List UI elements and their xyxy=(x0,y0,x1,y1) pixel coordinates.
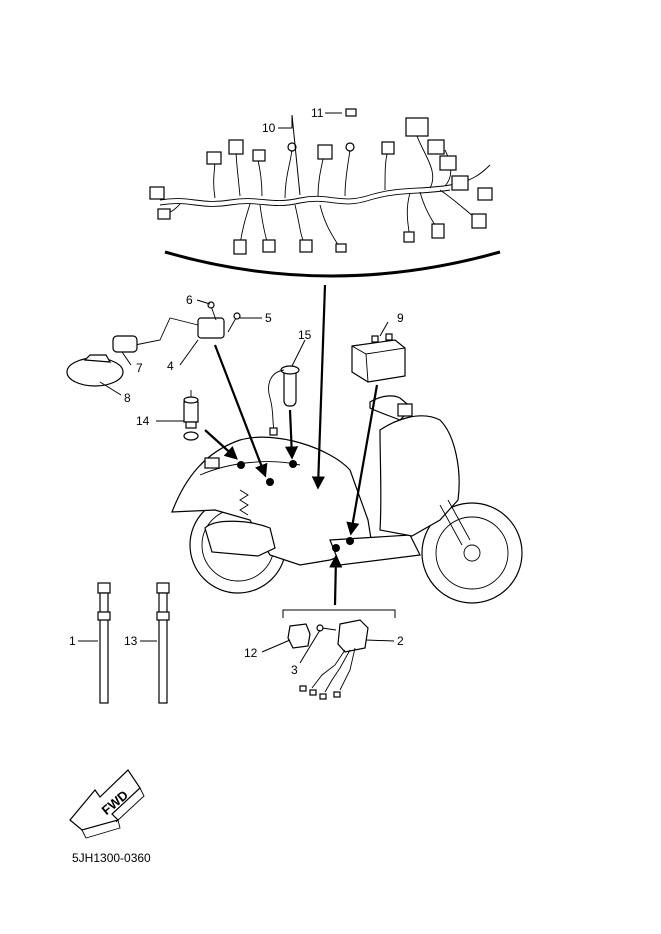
regulator-2 xyxy=(299,619,369,700)
callout-3: 3 xyxy=(291,663,298,677)
leader-lines xyxy=(78,112,395,664)
callout-8: 8 xyxy=(124,391,131,405)
assembly-arrows xyxy=(204,284,379,606)
callout-1: 1 xyxy=(69,634,76,648)
bolt-3 xyxy=(316,624,337,632)
fuse xyxy=(345,108,357,117)
ignition-coil xyxy=(134,317,225,346)
callout-14: 14 xyxy=(136,414,150,428)
screw-5 xyxy=(227,312,241,333)
spark-plug-cap xyxy=(112,335,138,353)
band-13 xyxy=(156,582,170,704)
callout-11: 11 xyxy=(311,106,324,120)
group-bracket xyxy=(282,609,396,618)
harness-bracket-arc xyxy=(164,250,501,278)
callout-9: 9 xyxy=(397,311,404,325)
callout-6: 6 xyxy=(186,293,193,307)
cover-boot xyxy=(66,354,124,387)
callout-13: 13 xyxy=(124,634,138,648)
callout-4: 4 xyxy=(167,359,174,373)
callout-10: 10 xyxy=(262,121,276,135)
callout-5: 5 xyxy=(265,311,272,325)
mount-points xyxy=(237,460,354,552)
scooter-body xyxy=(171,395,523,604)
forward-direction-arrow: FWD xyxy=(69,769,145,839)
relay-14 xyxy=(183,390,199,441)
callout-12: 12 xyxy=(244,646,258,660)
screw-6 xyxy=(207,301,217,321)
callout-7: 7 xyxy=(136,361,143,375)
sensor-15 xyxy=(268,365,300,436)
relay-12 xyxy=(287,623,311,649)
callout-2: 2 xyxy=(397,634,404,648)
callout-15: 15 xyxy=(298,328,312,342)
diagram-code: 5JH1300-0360 xyxy=(72,851,151,865)
band-1 xyxy=(97,582,111,704)
wire-harness xyxy=(149,117,493,255)
callout-labels: 11 10 6 5 4 7 8 9 15 14 1 13 12 3 2 xyxy=(69,106,404,677)
battery xyxy=(351,333,406,383)
